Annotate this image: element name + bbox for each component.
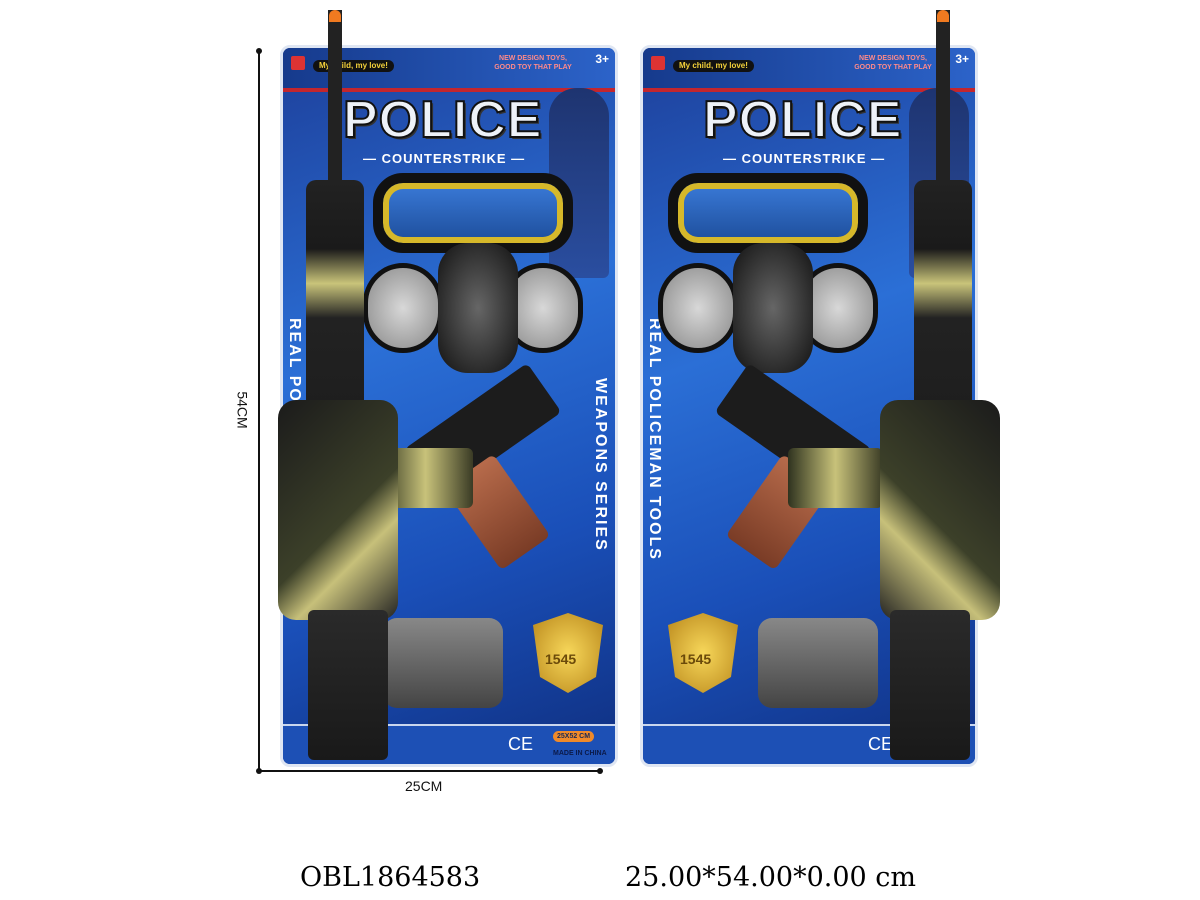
package-subtitle: — COUNTERSTRIKE —: [363, 151, 526, 166]
gas-mask: [658, 173, 878, 383]
age-label: 3+: [955, 52, 969, 66]
rifle-stock: [308, 610, 388, 760]
filter-left: [363, 263, 443, 353]
rifle-stock: [890, 610, 970, 760]
mask-face: [438, 243, 518, 373]
gas-mask: [363, 173, 583, 383]
binoculars: [758, 618, 878, 708]
rifle-body: [880, 400, 1000, 620]
age-label: 3+: [595, 52, 609, 66]
ce-mark: CE: [508, 734, 534, 754]
toy-rifle-right: [850, 10, 1010, 790]
rifle-body: [278, 400, 398, 620]
orange-tip: [937, 10, 949, 22]
filter-left: [658, 263, 738, 353]
ce-mark: CE: [868, 734, 894, 754]
red-stripe: [283, 88, 615, 92]
made-in-label: MADE IN CHINA: [553, 750, 607, 757]
package-title: POLICE: [342, 91, 543, 149]
mask-face: [733, 243, 813, 373]
side-text-left: REAL POLICEMAN TOOLS: [646, 318, 663, 561]
size-label: 25X52 CM: [553, 731, 595, 742]
badge-number: 1545: [680, 651, 712, 667]
binoculars: [383, 618, 503, 708]
rifle-magazine: [788, 448, 883, 508]
product-code: OBL1864583: [300, 862, 481, 893]
police-badge: 1545: [533, 613, 603, 693]
width-label: 25CM: [405, 778, 443, 794]
toy-rifle-left: [268, 10, 428, 790]
package-subtitle: — COUNTERSTRIKE —: [723, 151, 886, 166]
height-label: 54CM: [234, 391, 251, 429]
badge-number: 1545: [545, 651, 577, 667]
package-title: POLICE: [702, 91, 903, 149]
slogan: My child, my love!: [673, 60, 754, 72]
dimension-endpoint: [256, 48, 262, 54]
tagline: NEW DESIGN TOYS, GOOD TOY THAT PLAY: [494, 55, 572, 71]
side-text-right: WEAPONS SERIES: [592, 378, 609, 552]
tagline: NEW DESIGN TOYS, GOOD TOY THAT PLAY: [854, 55, 932, 71]
height-dimension-line: [258, 50, 260, 772]
goggles: [668, 173, 868, 253]
product-dimensions: 25.00*54.00*0.00 cm: [625, 862, 917, 893]
width-dimension-line: [258, 770, 600, 772]
rifle-barrel: [328, 10, 342, 210]
orange-tip: [329, 10, 341, 22]
brand-logo-icon: [651, 56, 665, 70]
dimension-endpoint: [597, 768, 603, 774]
police-badge: 1545: [668, 613, 738, 693]
rifle-handguard: [306, 180, 364, 410]
red-stripe: [643, 88, 975, 92]
dimension-endpoint: [256, 768, 262, 774]
brand-logo-icon: [291, 56, 305, 70]
rifle-handguard: [914, 180, 972, 410]
